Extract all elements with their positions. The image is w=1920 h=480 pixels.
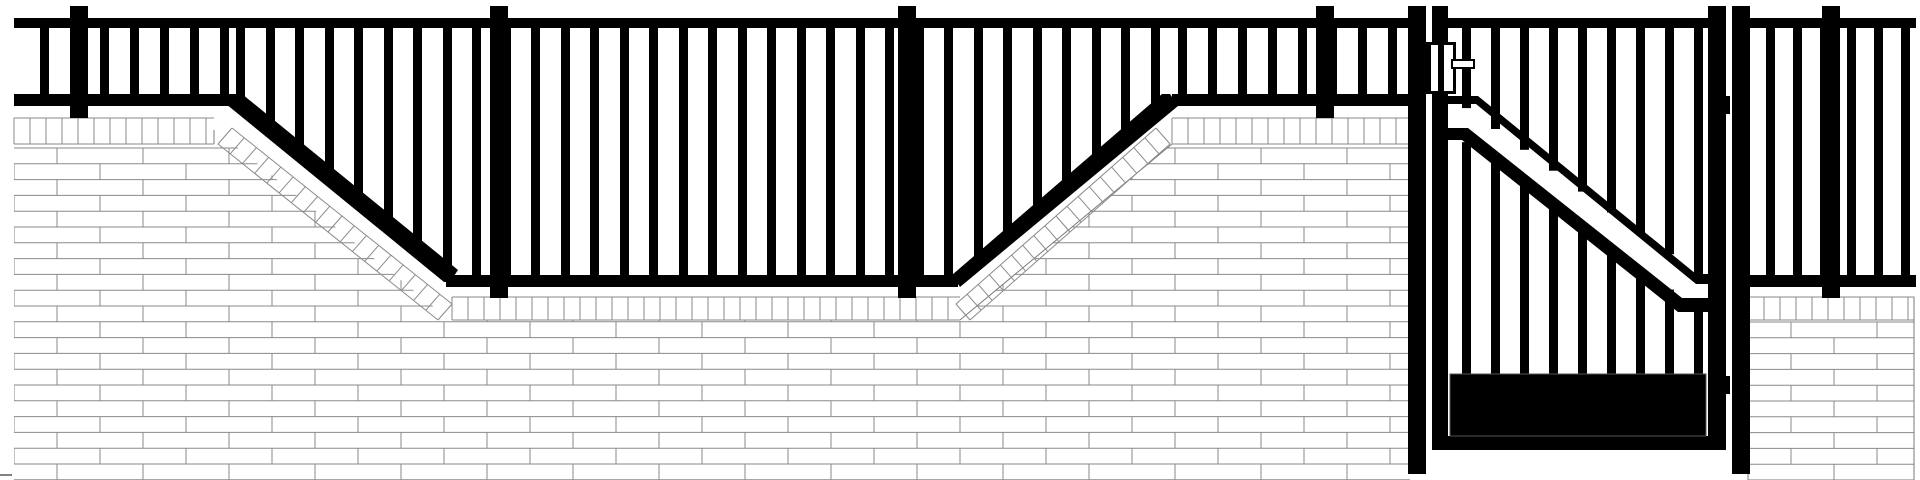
center-fence-panel xyxy=(226,20,1408,287)
gate-kick-plate xyxy=(1450,374,1706,436)
gate-pillar xyxy=(1408,6,1750,474)
right-fence-panel xyxy=(1750,6,1916,298)
gate xyxy=(1432,6,1726,450)
gate-hinges xyxy=(1726,96,1730,394)
gate-latch xyxy=(1426,42,1475,94)
fence-posts xyxy=(70,6,1334,298)
stepped-wall-section xyxy=(217,127,1171,321)
right-wall-section xyxy=(1747,296,1915,480)
